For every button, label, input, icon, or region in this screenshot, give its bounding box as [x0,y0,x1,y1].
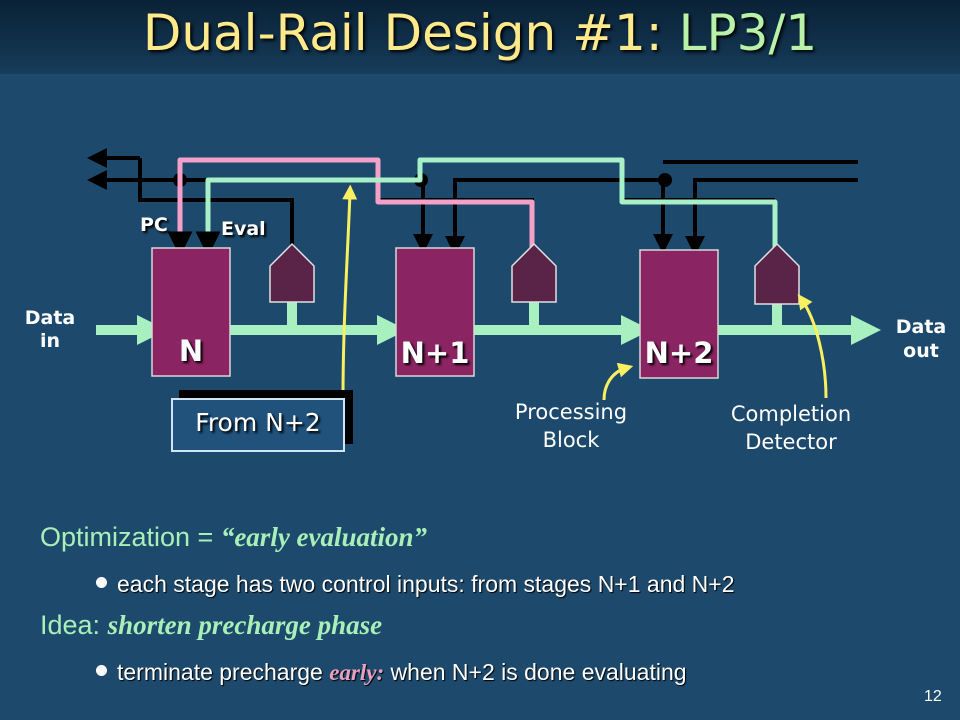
processing-label-1: Processing [514,400,628,424]
pc-label: PC [140,214,168,236]
bullet-1-text: each stage has two control inputs: from … [117,571,735,597]
idea-prefix: Idea: [40,610,108,640]
eval-label: Eval [221,218,266,240]
from-n2-arrow [341,184,358,399]
optimization-prefix: Optimization = [40,522,221,552]
n3-eval-wire [693,178,858,244]
bullet-1: each stage has two control inputs: from … [96,571,735,598]
title-bar [0,0,960,74]
stage-n2-label: N+2 [644,336,714,370]
detector-1 [269,242,315,303]
stage-n1-block [395,247,475,377]
data-in-label-2: in [39,330,61,352]
stage-n2-block [639,249,719,379]
from-label-box [171,398,345,452]
stage-n-block [151,247,231,377]
completion-label-2: Detector [745,430,837,454]
pc-return-wire [138,158,294,250]
completion-label-1: Completion [730,402,852,426]
wire-arrowheads-down [445,236,705,256]
idea-emphasis: shorten precharge phase [107,610,383,640]
from-label: From N+2 [195,408,321,437]
stage-n1-label: N+1 [400,336,470,370]
bullet-2-text-b: when N+2 is done evaluating [384,659,687,685]
idea-line: Idea: shorten precharge phase [40,610,382,641]
data-out-label-2: out [903,340,939,362]
bullet-dot-icon [96,665,107,677]
detector-3 [754,242,800,305]
data-path [96,300,881,345]
data-in-label-1: Data [24,307,76,329]
eval-wire-green-1 [205,157,778,248]
data-out-label-1: Data [895,316,947,338]
bullet-2-emphasis: early: [329,660,385,685]
stage-n-label: N [178,334,204,368]
page-number: 12 [924,688,942,705]
optimization-line: Optimization = “early evaluation” [40,522,427,553]
title-highlight: LP3/1 [678,4,818,62]
completion-detector-arrow [797,293,828,399]
processing-block-arrow [602,362,634,401]
optimization-emphasis: “early evaluation” [220,522,428,552]
slide-title: Dual-Rail Design #1: LP3/1 [0,4,960,62]
bullet-2: terminate precharge early: when N+2 is d… [96,659,687,686]
processing-label-2: Block [542,428,600,452]
title-main: Dual-Rail Design #1: [142,4,663,62]
bullet-dot-icon [96,577,107,589]
junction-3 [658,173,672,187]
bullet-2-text-a: terminate precharge [117,659,330,685]
n2-eval-wire [453,178,663,244]
detector-2 [511,242,557,303]
